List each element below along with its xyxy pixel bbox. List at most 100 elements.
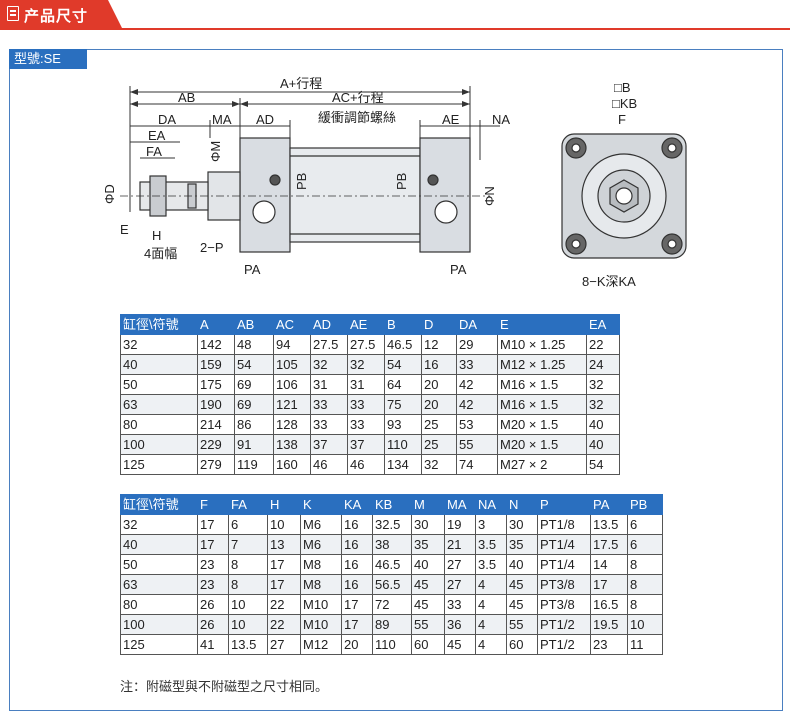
label-total: A+行程 [280, 76, 322, 91]
table-cell: 45 [506, 574, 538, 595]
column-header: KB [372, 494, 412, 515]
table-cell: 45 [411, 594, 445, 615]
label-ae: AE [442, 112, 460, 127]
table-cell: 40 [506, 554, 538, 575]
table-cell: 279 [197, 454, 235, 475]
table-cell: 94 [273, 334, 311, 355]
column-header: MA [444, 494, 476, 515]
column-header: 缸徑\符號 [120, 494, 198, 515]
column-header: B [384, 314, 422, 335]
table-cell: 6 [627, 534, 663, 555]
column-header: E [497, 314, 587, 335]
table-cell: M6 [300, 514, 342, 535]
table-cell: 32 [310, 354, 348, 375]
table-cell: 55 [456, 434, 498, 455]
label-da: DA [158, 112, 176, 127]
table-cell: 35 [506, 534, 538, 555]
label-sq-kb: □KB [612, 96, 637, 111]
document-icon [7, 6, 19, 21]
table-cell: 20 [341, 634, 373, 655]
table-cell: 110 [372, 634, 412, 655]
table-cell: 50 [120, 374, 198, 395]
table-cell: 16 [341, 554, 373, 575]
table-cell: 19 [444, 514, 476, 535]
table-cell: 60 [506, 634, 538, 655]
table-cell: 8 [627, 554, 663, 575]
table-cell: 10 [228, 614, 268, 635]
table-cell: M20 × 1.5 [497, 414, 587, 435]
header-divider [0, 28, 790, 30]
table-cell: M12 × 1.25 [497, 354, 587, 375]
table-cell: 20 [421, 394, 457, 415]
model-label: 型號:SE [9, 49, 87, 69]
table-cell: 17 [341, 594, 373, 615]
table-cell: 33 [310, 394, 348, 415]
label-e: E [120, 222, 129, 237]
column-header: DA [456, 314, 498, 335]
table-cell: 16 [421, 354, 457, 375]
table-cell: 33 [444, 594, 476, 615]
table-cell: 138 [273, 434, 311, 455]
table-cell: 100 [120, 434, 198, 455]
table-cell: 30 [411, 514, 445, 535]
table-cell: 53 [456, 414, 498, 435]
footnote: 注：附磁型與不附磁型之尺寸相同。 [120, 679, 329, 694]
table-cell: 16.5 [590, 594, 628, 615]
table-cell: 23 [197, 574, 229, 595]
table-cell: 8 [627, 574, 663, 595]
table-cell: 3 [475, 514, 507, 535]
column-header: PA [590, 494, 628, 515]
table-cell: 16 [341, 574, 373, 595]
table-cell: 63 [120, 574, 198, 595]
label-fa: FA [146, 144, 162, 159]
table-cell: 190 [197, 394, 235, 415]
label-k-ka: 8−K深KA [582, 274, 636, 289]
column-header: AD [310, 314, 348, 335]
label-ea: EA [148, 128, 166, 143]
table-cell: PT3/8 [537, 574, 591, 595]
column-header: K [300, 494, 342, 515]
table-cell: 75 [384, 394, 422, 415]
table-cell: 42 [456, 374, 498, 395]
table-cell: M10 [300, 614, 342, 635]
table-cell: M27 × 2 [497, 454, 587, 475]
table-cell: 100 [120, 614, 198, 635]
table-cell: 46 [310, 454, 348, 475]
table-cell: 125 [120, 634, 198, 655]
table-cell: 3.5 [475, 534, 507, 555]
table-cell: 91 [234, 434, 274, 455]
table-cell: 24 [586, 354, 620, 375]
column-header: FA [228, 494, 268, 515]
label-pa-right: PA [450, 262, 467, 277]
table-cell: PT3/8 [537, 594, 591, 615]
table-cell: 13 [267, 534, 301, 555]
table-cell: 80 [120, 414, 198, 435]
table-cell: 8 [228, 554, 268, 575]
table-cell: M16 × 1.5 [497, 394, 587, 415]
table-cell: 22 [267, 614, 301, 635]
column-header: 缸徑\符號 [120, 314, 198, 335]
table-cell: 106 [273, 374, 311, 395]
table-cell: 36 [444, 614, 476, 635]
table-cell: 27 [267, 634, 301, 655]
table-cell: 32 [421, 454, 457, 475]
table-cell: 69 [234, 374, 274, 395]
table-cell: 32 [586, 394, 620, 415]
table-cell: PT1/4 [537, 554, 591, 575]
table-cell: 40 [120, 354, 198, 375]
table-cell: 12 [421, 334, 457, 355]
table-cell: 17 [197, 514, 229, 535]
table-cell: 105 [273, 354, 311, 375]
label-ma: MA [212, 112, 232, 127]
column-header: AE [347, 314, 385, 335]
table-cell: 175 [197, 374, 235, 395]
table-cell: 8 [228, 574, 268, 595]
table-cell: 45 [506, 594, 538, 615]
label-ad: AD [256, 112, 274, 127]
